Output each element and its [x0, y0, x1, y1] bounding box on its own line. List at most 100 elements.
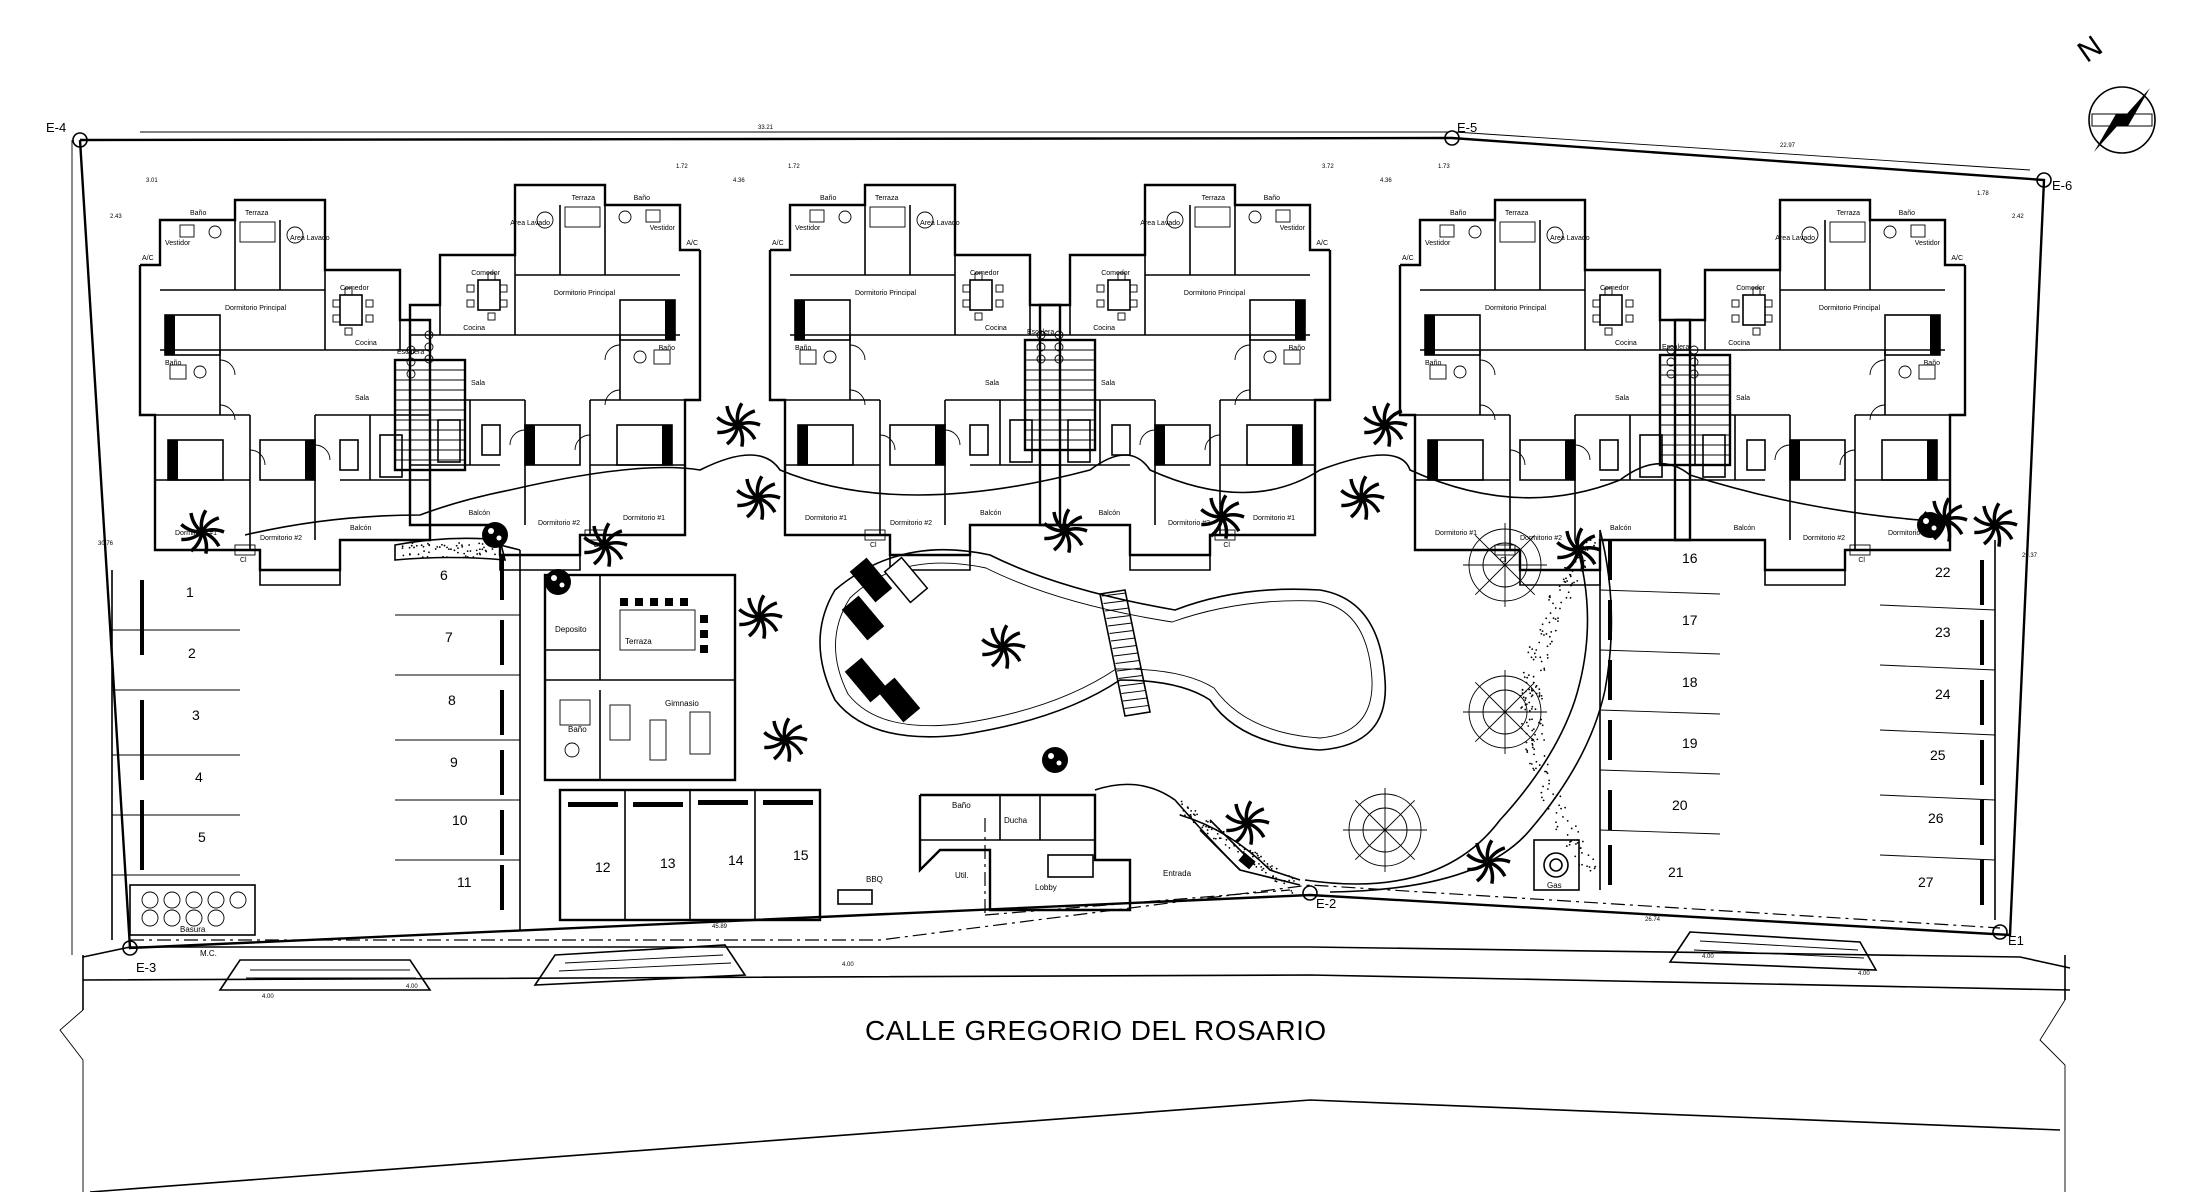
node-label: E-5	[1457, 120, 1477, 135]
room-label: Vestidor	[165, 240, 191, 247]
palm-tree-icon	[1200, 494, 1245, 540]
dimension: 1.73	[1438, 164, 1450, 170]
node-label: E1	[2008, 933, 2024, 948]
parking-space-number: 7	[445, 629, 453, 645]
ducha-label: Ducha	[1004, 816, 1028, 825]
palm-tree-icon	[738, 594, 783, 640]
parking-space-number: 8	[448, 692, 456, 708]
dimension: 4.00	[842, 962, 854, 968]
room-label: Dormitorio Principal	[1184, 290, 1246, 297]
gas-label: Gas	[1547, 881, 1562, 890]
parking-space-number: 25	[1930, 747, 1946, 763]
room-label: Dormitorio Principal	[1819, 305, 1881, 312]
node-label: E-4	[46, 120, 66, 135]
room-label: Dormitorio #1	[1253, 515, 1295, 522]
parking-space-number: 19	[1682, 735, 1698, 751]
room-label: Baño	[1289, 345, 1305, 352]
room-label: Baño	[1425, 360, 1441, 367]
palm-tree-icon	[763, 717, 808, 763]
room-label: Dormitorio Principal	[225, 305, 287, 312]
node-markers: E-4 E-5 E-6 E-3 E-2 E1	[46, 120, 2072, 975]
dimension: 2.43	[110, 214, 122, 220]
room-label: Baño	[1899, 210, 1915, 217]
entry-walkway: Gas	[401, 529, 1613, 894]
room-label: Cocina	[1093, 325, 1115, 332]
parking-space-number: 26	[1928, 810, 1944, 826]
room-label: Vestidor	[1915, 240, 1941, 247]
room-label: Comedor	[471, 270, 500, 277]
stair-core: Escalera	[1658, 344, 1732, 467]
street-name: CALLE GREGORIO DEL ROSARIO	[865, 1015, 1327, 1046]
stair-core: Escalera	[1023, 329, 1097, 452]
room-label: Sala	[471, 380, 485, 387]
room-label: Cocina	[985, 325, 1007, 332]
basura-area: Basura M.C.	[129, 884, 256, 958]
apartment-buildings: TerrazaBañoVestidorA/CComedorCocinaDormi…	[138, 183, 1967, 586]
room-label: Baño	[820, 195, 836, 202]
room-label: Dormitorio #2	[890, 520, 932, 527]
room-label: A/C	[1951, 255, 1963, 262]
parking-space-number: 10	[452, 812, 468, 828]
room-label: Area Lavado	[1775, 235, 1815, 242]
room-label: Baño	[1264, 195, 1280, 202]
dimension: 33.21	[758, 125, 774, 131]
unit-labels: TerrazaBañoVestidorA/CComedorCocinaDormi…	[142, 210, 377, 564]
palm-tree-icon	[736, 475, 781, 521]
lobby-block: Ducha Baño Lobby Util. Entrada	[918, 793, 1291, 916]
room-label: Baño	[795, 345, 811, 352]
room-label: Area Lavado	[290, 235, 330, 242]
deposito-label: Deposito	[555, 625, 587, 634]
room-label: Dormitorio #1	[175, 530, 217, 537]
palm-tree-icon	[180, 509, 225, 555]
building-edge-curve	[244, 454, 1921, 536]
room-label: Cocina	[1615, 340, 1637, 347]
ornamental-trees	[482, 512, 1943, 872]
parking-space-number: 17	[1682, 612, 1698, 628]
room-label: Escalera	[1662, 344, 1689, 351]
room-label: A/C	[1316, 240, 1328, 247]
room-label: Dormitorio Principal	[554, 290, 616, 297]
parking-space-number: 22	[1935, 564, 1951, 580]
room-label: Comedor	[1736, 285, 1765, 292]
palm-tree-icon	[981, 624, 1026, 670]
util-label: Util.	[955, 871, 969, 880]
parking-space-number: 15	[793, 847, 809, 863]
dimension: 4.36	[733, 178, 745, 184]
room-label: Comedor	[970, 270, 999, 277]
room-label: Terraza	[1505, 210, 1528, 217]
room-label: Area Lavado	[920, 220, 960, 227]
room-label: Cl	[1858, 557, 1865, 564]
room-label: Cl	[1500, 557, 1507, 564]
room-label: Area Lavado	[1550, 235, 1590, 242]
parking-space-number: 16	[1682, 550, 1698, 566]
dimension: 26.74	[1645, 917, 1661, 923]
dimension: 4.00	[262, 994, 274, 1000]
terraza-label: Terraza	[625, 637, 652, 646]
parking-space-number: 1	[186, 584, 194, 600]
swimming-pool	[819, 548, 1387, 751]
room-label: Comedor	[1600, 285, 1629, 292]
room-label: Balcón	[980, 510, 1002, 517]
room-label: Sala	[1101, 380, 1115, 387]
dimension: 1.72	[788, 164, 800, 170]
parking-space-number: 13	[660, 855, 676, 871]
apartment-unit	[138, 198, 432, 586]
room-label: Terraza	[245, 210, 268, 217]
shrub-icon	[1917, 512, 1943, 538]
dimension: 3.01	[146, 178, 158, 184]
room-label: Dormitorio #1	[1435, 530, 1477, 537]
palm-tree-icon	[1556, 527, 1601, 573]
dimension: 4.00	[406, 984, 418, 990]
room-label: Baño	[190, 210, 206, 217]
dimension: 2.42	[2012, 214, 2024, 220]
unit-labels: TerrazaBañoVestidorA/CComedorCocinaDormi…	[1402, 210, 1637, 564]
room-label: Escalera	[397, 349, 424, 356]
palm-tree-icon	[1225, 800, 1270, 846]
room-label: Baño	[1924, 360, 1940, 367]
dimension: 29.37	[2022, 553, 2038, 559]
mc-label: M.C.	[200, 949, 217, 958]
palm-tree-icon	[1973, 502, 2018, 548]
dimension: 4.00	[1858, 971, 1870, 977]
parking-space-number: 12	[595, 859, 611, 875]
